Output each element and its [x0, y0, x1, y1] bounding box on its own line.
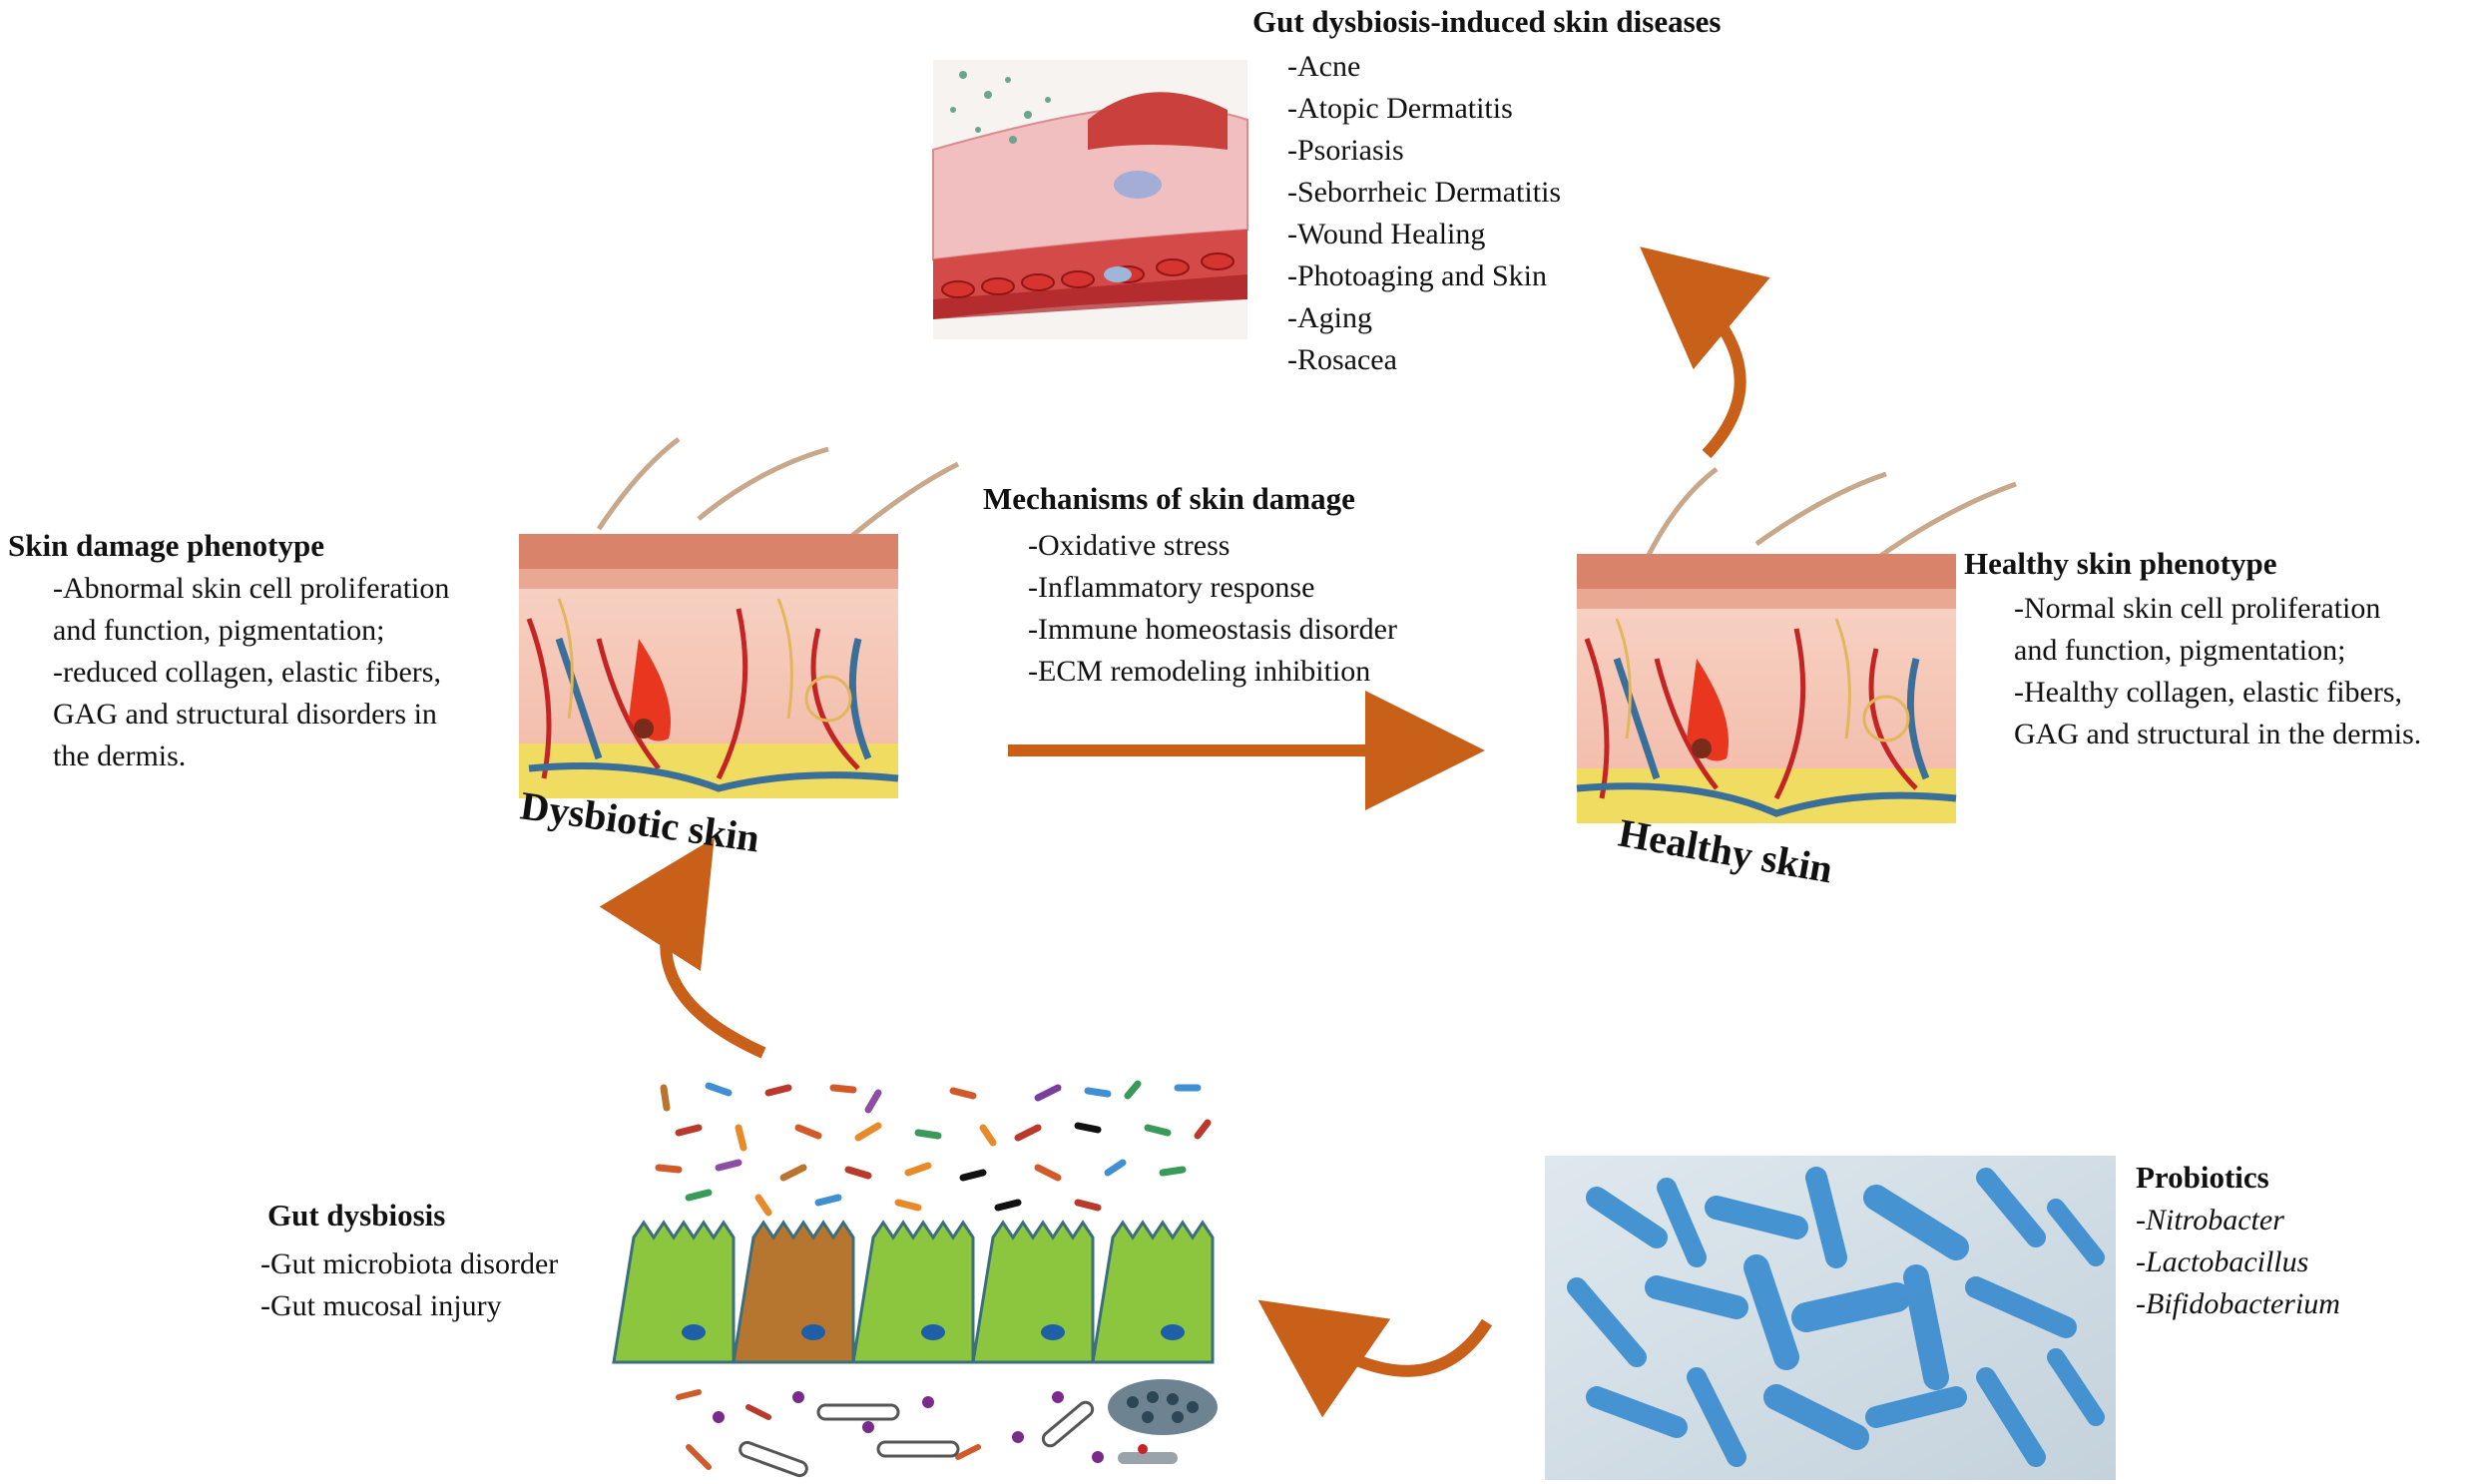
- mechanisms-panel: Mechanisms of skin damage -Oxidative str…: [983, 479, 1397, 693]
- damage-phenotype-panel: Skin damage phenotype -Abnormal skin cel…: [8, 526, 449, 777]
- damage-phenotype-line: GAG and structural disorders in: [53, 698, 437, 731]
- disease-item: -Aging: [1287, 301, 1372, 334]
- disease-item: -Photoaging and Skin: [1287, 259, 1547, 292]
- gut-epithelium-illustration: [612, 1080, 1218, 1478]
- flow-arrows: [599, 247, 1770, 1418]
- damage-phenotype-line: -Abnormal skin cell proliferation: [53, 572, 450, 605]
- probiotic-item: -Lactobacillus: [2136, 1245, 2309, 1278]
- probiotic-item: -Nitrobacter: [2136, 1204, 2284, 1237]
- mechanism-item: -Oxidative stress: [1028, 529, 1231, 562]
- arrow-probiotics-to-gut: [1257, 1299, 1493, 1418]
- probiotic-item: -Bifidobacterium: [2136, 1287, 2340, 1320]
- damage-phenotype-line: and function, pigmentation;: [53, 614, 385, 647]
- healthy-phenotype-line: -Normal skin cell proliferation: [2014, 592, 2381, 625]
- gut-dysbiosis-title: Gut dysbiosis: [267, 1198, 446, 1233]
- healthy-phenotype-line: and function, pigmentation;: [2014, 634, 2346, 667]
- probiotics-panel: Probiotics -Nitrobacter -Lactobacillus -…: [2136, 1158, 2340, 1325]
- mechanism-item: -ECM remodeling inhibition: [1028, 655, 1371, 688]
- probiotics-bacteria-illustration: [1545, 1156, 2116, 1480]
- healthy-phenotype-panel: Healthy skin phenotype -Normal skin cell…: [1964, 544, 2421, 755]
- healthy-skin-illustration: [1576, 467, 2017, 823]
- healthy-phenotype-line: GAG and structural in the dermis.: [2014, 718, 2422, 750]
- diseases-panel: Gut dysbiosis-induced skin diseases -Acn…: [1252, 2, 1721, 381]
- disease-item: -Psoriasis: [1287, 134, 1404, 167]
- damage-phenotype-line: the dermis.: [53, 740, 187, 772]
- mechanisms-title: Mechanisms of skin damage: [983, 481, 1355, 516]
- gut-dysbiosis-item: -Gut mucosal injury: [260, 1289, 502, 1322]
- damage-phenotype-title: Skin damage phenotype: [8, 528, 324, 563]
- gut-dysbiosis-panel: Gut dysbiosis -Gut microbiota disorder -…: [260, 1196, 558, 1327]
- dysbiotic-skin-illustration: [519, 437, 960, 798]
- probiotics-title: Probiotics: [2136, 1160, 2269, 1195]
- arrow-gut-to-dysbiotic: [599, 837, 766, 1059]
- mechanism-item: -Inflammatory response: [1028, 571, 1315, 604]
- disease-item: -Atopic Dermatitis: [1287, 92, 1513, 125]
- disease-item: -Wound Healing: [1287, 218, 1486, 250]
- healthy-phenotype-line: -Healthy collagen, elastic fibers,: [2014, 676, 2403, 709]
- arrow-healthy-to-diseases: [1640, 247, 1770, 459]
- disease-skin-illustration: [932, 60, 1248, 339]
- mechanism-item: -Immune homeostasis disorder: [1028, 613, 1397, 646]
- damage-phenotype-line: -reduced collagen, elastic fibers,: [53, 656, 441, 689]
- disease-item: -Seborrheic Dermatitis: [1287, 176, 1562, 209]
- diseases-title: Gut dysbiosis-induced skin diseases: [1252, 4, 1722, 39]
- disease-item: -Rosacea: [1287, 343, 1397, 376]
- healthy-phenotype-title: Healthy skin phenotype: [1964, 546, 2277, 581]
- gut-dysbiosis-item: -Gut microbiota disorder: [260, 1247, 559, 1280]
- disease-item: -Acne: [1287, 50, 1361, 83]
